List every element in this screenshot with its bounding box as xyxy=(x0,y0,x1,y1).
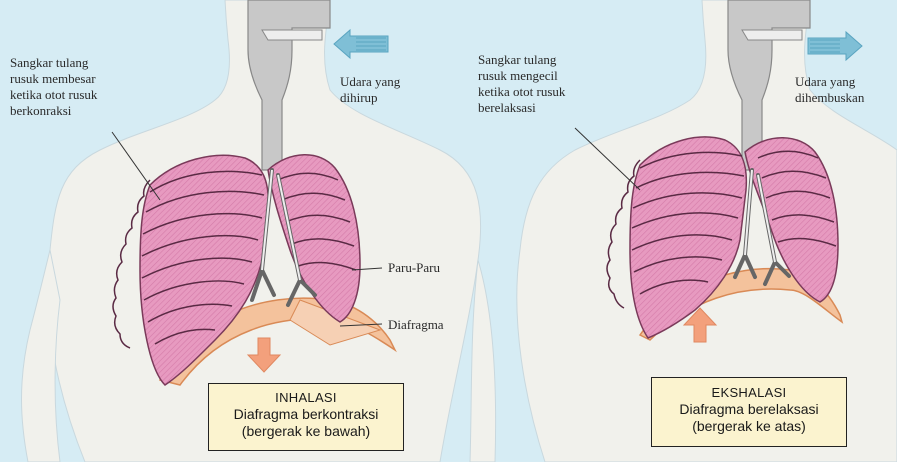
left-air-label: Udara yang dihirup xyxy=(340,74,400,106)
inhalation-line1: Diafragma berkontraksi xyxy=(209,406,403,423)
exhalation-caption: EKSHALASI Diafragma berelaksasi (bergera… xyxy=(651,377,847,447)
exhalation-line2: (bergerak ke atas) xyxy=(652,418,846,435)
exhalation-line1: Diafragma berelaksasi xyxy=(652,401,846,418)
diaphragm-label: Diafragma xyxy=(388,317,444,333)
right-nasal-passage xyxy=(742,30,802,40)
exhalation-title: EKSHALASI xyxy=(652,385,846,401)
lung-label: Paru-Paru xyxy=(388,260,440,276)
right-arm xyxy=(470,260,496,462)
left-air-arrow xyxy=(334,30,388,58)
left-nasal-passage xyxy=(262,30,322,40)
left-ribcage-label: Sangkar tulang rusuk membesar ketika oto… xyxy=(10,55,97,119)
inhalation-caption: INHALASI Diafragma berkontraksi (bergera… xyxy=(208,383,404,451)
right-air-arrow xyxy=(808,32,862,60)
left-arm xyxy=(22,250,61,462)
inhalation-title: INHALASI xyxy=(209,390,403,406)
inhalation-line2: (bergerak ke bawah) xyxy=(209,423,403,440)
right-air-label: Udara yang dihembuskan xyxy=(795,74,864,106)
right-ribcage-label: Sangkar tulang rusuk mengecil ketika oto… xyxy=(478,52,565,116)
